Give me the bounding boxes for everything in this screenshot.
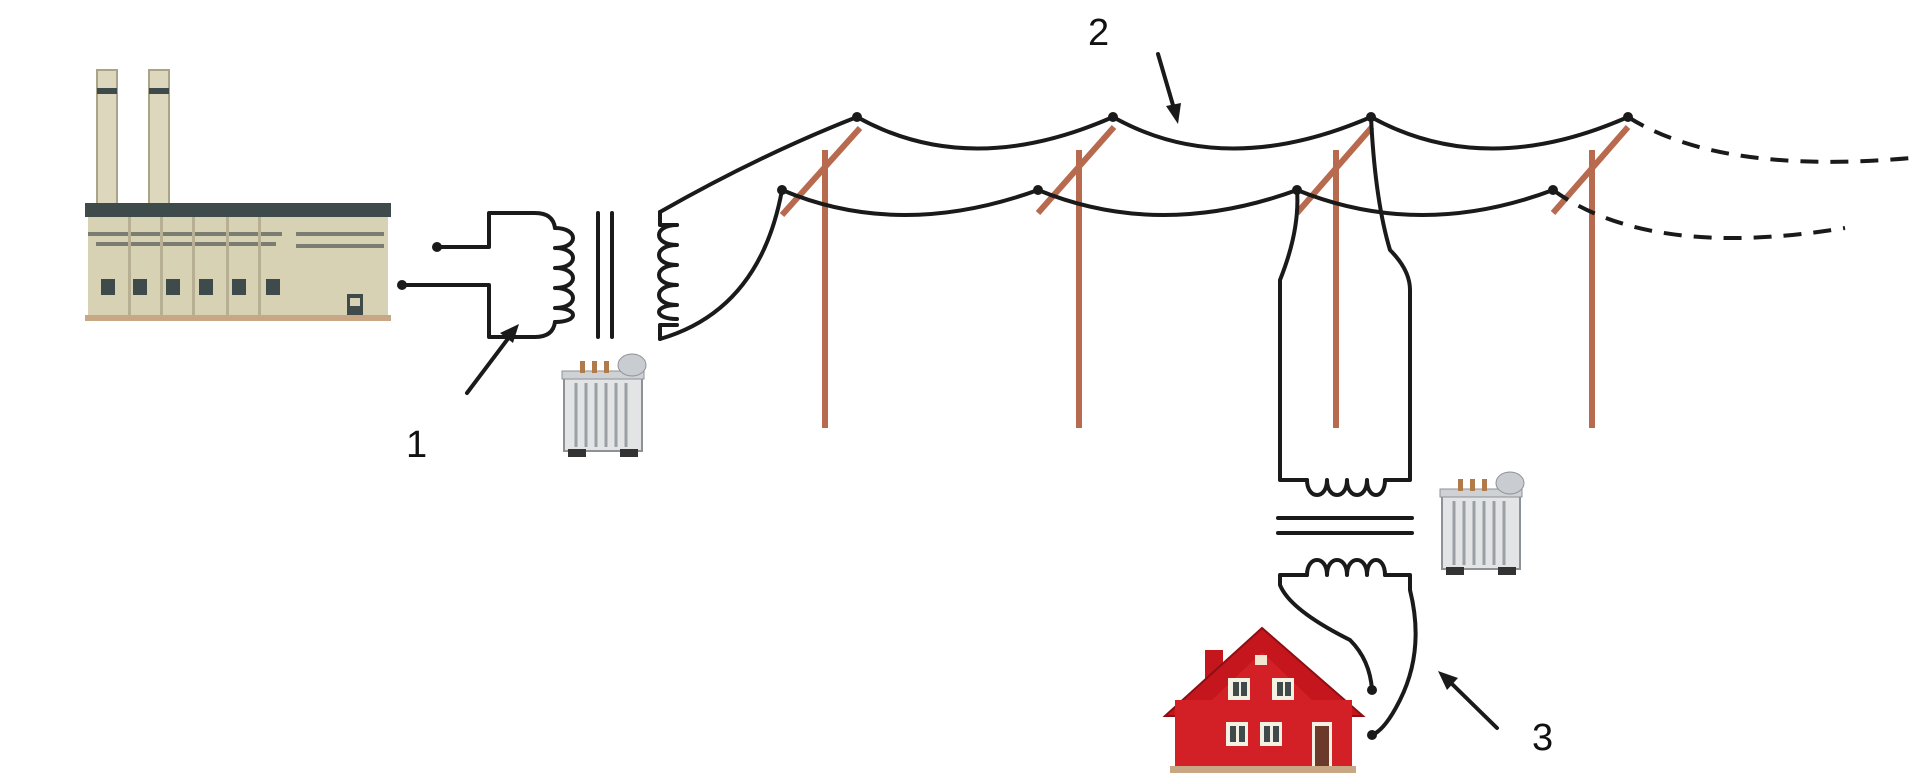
label-step-up-transformer: 1 — [406, 424, 427, 466]
transmission-line — [658, 52, 1911, 428]
label-step-down-transformer: 3 — [1532, 717, 1553, 759]
transformer-icon — [1439, 471, 1525, 575]
house-icon — [1162, 626, 1366, 773]
power-plant-icon — [85, 69, 391, 321]
step-up-transformer-diagram — [397, 210, 679, 395]
transformer-icon — [561, 353, 647, 457]
label-transmission-line: 2 — [1088, 12, 1109, 54]
step-down-transformer-diagram — [1276, 115, 1499, 740]
